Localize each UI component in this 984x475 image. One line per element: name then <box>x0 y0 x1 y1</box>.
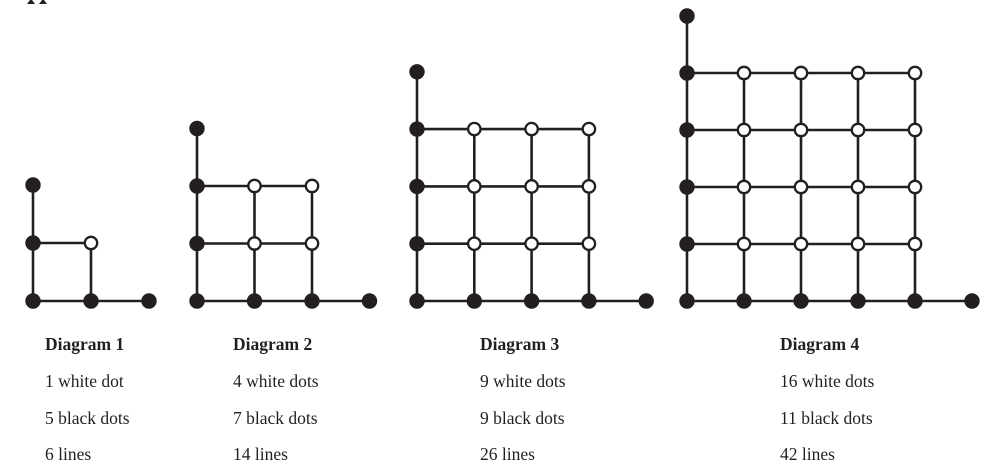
diagram-3-title: Diagram 3 <box>480 334 560 354</box>
clipped-letter-serif <box>39 0 47 4</box>
white-dot <box>581 179 597 194</box>
clipped-text-fragment <box>0 0 60 6</box>
white-dot <box>581 236 597 252</box>
black-dot <box>679 236 695 252</box>
diagram-3-line-count: 26 lines <box>480 444 535 464</box>
diagram-1-line-count: 6 lines <box>45 444 92 464</box>
black-dot <box>189 235 205 252</box>
black-dot <box>141 293 157 309</box>
diagram-4-caption: Diagram 4 16 white dots 11 black dots 42… <box>780 334 970 469</box>
diagram-figure-2 <box>189 120 378 309</box>
white-dot <box>466 121 482 137</box>
black-dot <box>466 293 482 309</box>
black-dot <box>581 293 597 309</box>
black-dot <box>25 293 41 309</box>
black-dot <box>25 235 41 251</box>
diagram-2-title: Diagram 2 <box>233 334 313 354</box>
black-dot <box>679 65 695 81</box>
black-dot <box>409 293 425 309</box>
black-dot <box>964 293 980 309</box>
white-dot <box>850 65 866 81</box>
diagram-2-white-dot-count: 4 white dots <box>233 371 319 391</box>
diagram-1-black-dot-count: 5 black dots <box>45 408 130 428</box>
white-dot <box>466 236 482 252</box>
black-dot <box>189 293 205 309</box>
diagram-4-title: Diagram 4 <box>780 334 860 354</box>
white-dot <box>524 179 539 194</box>
white-dot <box>524 121 539 137</box>
black-dot <box>409 64 425 80</box>
black-dot <box>189 178 205 194</box>
diagram-3-white-dot-count: 9 white dots <box>480 371 566 391</box>
diagram-3-caption: Diagram 3 9 white dots 9 black dots 26 l… <box>480 334 670 469</box>
black-dot <box>83 293 99 309</box>
diagram-1-title: Diagram 1 <box>45 334 125 354</box>
black-dot <box>679 8 695 24</box>
white-dot <box>736 179 752 195</box>
white-dot <box>736 236 752 252</box>
white-dot <box>247 236 262 251</box>
black-dot <box>523 293 540 309</box>
white-dot <box>907 122 923 138</box>
diagram-1-white-dot-count: 1 white dot <box>45 371 124 391</box>
white-dot <box>907 179 923 195</box>
diagram-4-black-dot-count: 11 black dots <box>780 408 873 428</box>
white-dot <box>304 236 320 251</box>
diagram-figure-4 <box>679 8 980 309</box>
diagram-1-caption: Diagram 1 1 white dot 5 black dots 6 lin… <box>45 334 235 469</box>
black-dot <box>736 293 752 309</box>
white-dot <box>907 65 923 81</box>
black-dot <box>25 177 41 193</box>
white-dot <box>736 122 752 138</box>
dot-pattern-figures <box>25 8 980 309</box>
white-dot <box>793 236 809 252</box>
black-dot <box>907 293 923 309</box>
diagram-4-line-count: 42 lines <box>780 444 835 464</box>
white-dot <box>793 65 809 81</box>
black-dot <box>850 293 866 309</box>
black-dot <box>409 236 425 252</box>
diagram-2-caption: Diagram 2 4 white dots 7 black dots 14 l… <box>233 334 423 469</box>
black-dot <box>793 293 809 309</box>
black-dot <box>679 122 695 138</box>
black-dot <box>189 120 205 137</box>
white-dot <box>850 179 866 195</box>
black-dot <box>679 293 695 309</box>
white-dot <box>736 65 752 81</box>
black-dot <box>679 179 695 195</box>
white-dot <box>524 236 539 252</box>
diagram-figure-3 <box>409 64 654 309</box>
diagram-2-black-dot-count: 7 black dots <box>233 408 318 428</box>
black-dot <box>361 293 378 309</box>
white-dot <box>83 235 99 251</box>
white-dot <box>581 121 597 137</box>
diagram-3-black-dot-count: 9 black dots <box>480 408 565 428</box>
white-dot <box>793 179 809 195</box>
clipped-letter-serif <box>27 0 35 4</box>
black-dot <box>638 293 654 309</box>
white-dot <box>850 122 866 138</box>
black-dot <box>409 121 425 137</box>
black-dot <box>409 178 425 195</box>
diagram-4-white-dot-count: 16 white dots <box>780 371 875 391</box>
diagram-figure-1 <box>25 177 157 309</box>
white-dot <box>466 179 482 194</box>
white-dot <box>304 178 320 194</box>
black-dot <box>304 293 320 309</box>
black-dot <box>246 293 263 309</box>
white-dot <box>850 236 866 252</box>
white-dot <box>907 236 923 252</box>
white-dot <box>247 178 262 194</box>
white-dot <box>793 122 809 138</box>
diagram-2-line-count: 14 lines <box>233 444 288 464</box>
